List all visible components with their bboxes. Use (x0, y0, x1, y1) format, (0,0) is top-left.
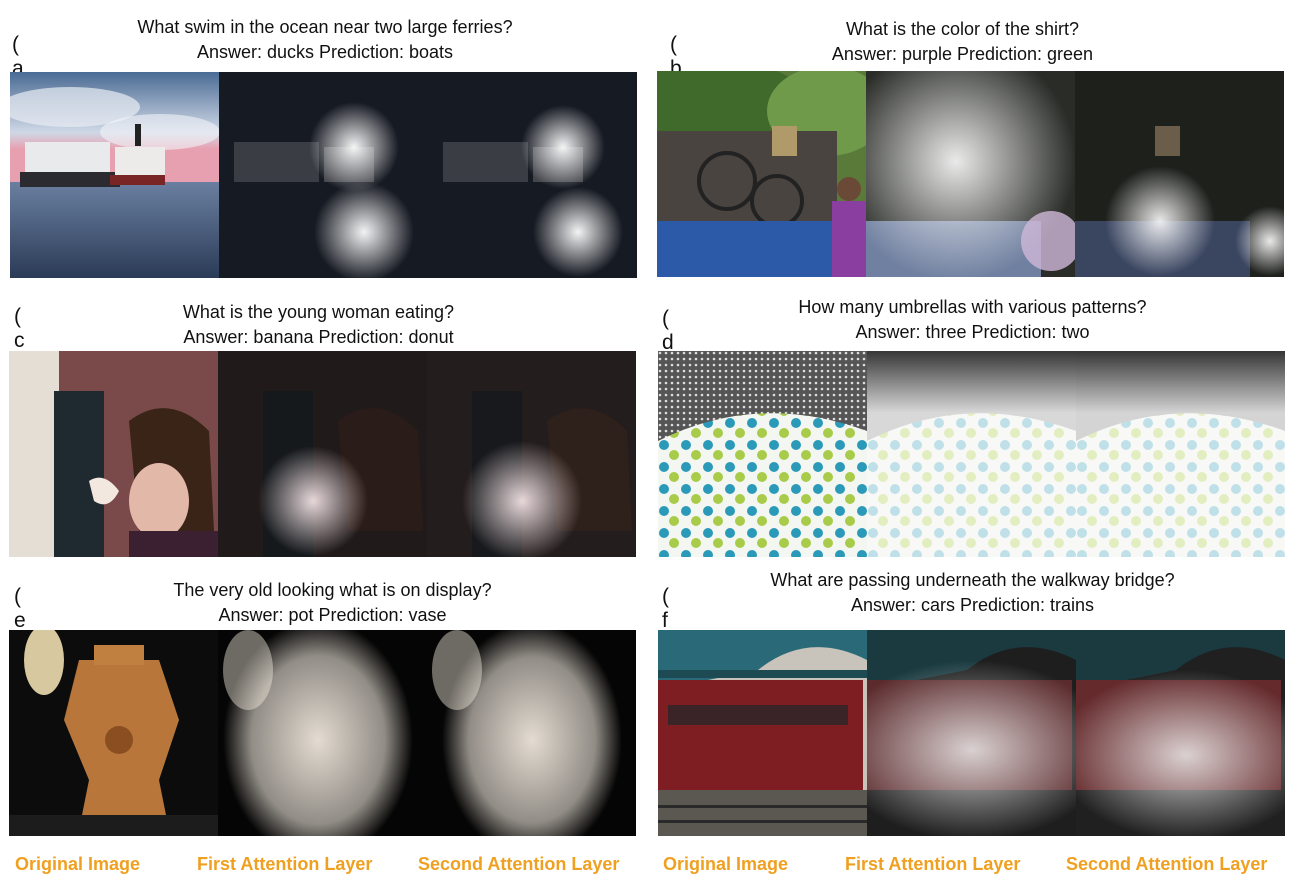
second-attention-map (428, 72, 637, 278)
caption-original-image: Original Image (663, 854, 789, 874)
answer-prediction: Answer: pot Prediction: vase (218, 605, 447, 625)
image-strip (9, 630, 638, 836)
first-attention-map (867, 630, 1076, 836)
answer-prediction: Answer: three Prediction: two (855, 322, 1090, 342)
answer-prediction: Answer: cars Prediction: trains (850, 595, 1095, 615)
caption-second-attention-layer: Second Attention Layer (418, 854, 620, 874)
question-block: What are passing underneath the walkway … (740, 568, 1205, 618)
original-image (658, 630, 867, 836)
original-image (9, 630, 218, 836)
caption-second-attention-layer: Second Attention Layer (1066, 854, 1268, 874)
caption-first-attention-layer: First Attention Layer (197, 854, 373, 874)
answer-prediction: Answer: ducks Prediction: boats (196, 42, 454, 62)
first-attention-map (218, 630, 427, 836)
question-text: What is the young woman eating? (182, 302, 455, 322)
image-strip (10, 72, 638, 278)
second-attention-map (1076, 351, 1285, 557)
original-image (9, 351, 218, 557)
image-strip (9, 351, 638, 557)
question-block: What is the young woman eating? Answer: … (100, 300, 537, 350)
second-attention-map (1075, 71, 1284, 277)
original-image (658, 351, 867, 557)
first-attention-map (866, 71, 1075, 277)
question-text: What are passing underneath the walkway … (770, 570, 1175, 590)
caption-original-image: Original Image (15, 854, 141, 874)
first-attention-map (218, 351, 427, 557)
second-attention-map (427, 630, 636, 836)
image-strip (658, 351, 1286, 557)
original-image (657, 71, 866, 277)
question-text: What is the color of the shirt? (845, 19, 1080, 39)
question-block: What swim in the ocean near two large fe… (90, 15, 560, 65)
second-attention-map (1076, 630, 1285, 836)
image-strip (658, 630, 1286, 836)
question-block: What is the color of the shirt? Answer: … (730, 17, 1195, 67)
question-text: How many umbrellas with various patterns… (798, 297, 1147, 317)
answer-prediction: Answer: banana Prediction: donut (183, 327, 454, 347)
question-text: What swim in the ocean near two large fe… (137, 17, 513, 37)
first-attention-map (867, 351, 1076, 557)
second-attention-map (427, 351, 636, 557)
question-block: How many umbrellas with various patterns… (740, 295, 1205, 345)
caption-first-attention-layer: First Attention Layer (845, 854, 1021, 874)
answer-prediction: Answer: purple Prediction: green (831, 44, 1094, 64)
image-strip (657, 71, 1285, 277)
first-attention-map (219, 72, 428, 278)
original-image (10, 72, 219, 278)
question-block: The very old looking what is on display?… (100, 578, 565, 628)
question-text: The very old looking what is on display? (173, 580, 492, 600)
